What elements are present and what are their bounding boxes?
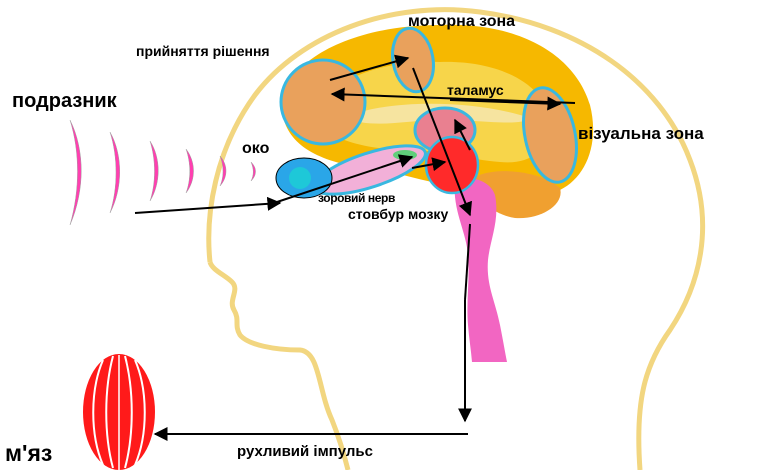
face-outline [210, 262, 348, 470]
label-brainstem: стовбур мозку [348, 206, 448, 222]
label-muscle: м'яз [5, 440, 52, 467]
label-eye: око [242, 140, 269, 158]
label-stimulus: подразник [12, 90, 117, 113]
stimulus-waves [70, 120, 256, 225]
stimulus-to-eye-arrow [135, 203, 280, 213]
label-decision: прийняття рішення [136, 43, 270, 59]
label-optic-nerve: зоровий нерв [318, 191, 395, 205]
label-thalamus: таламус [447, 82, 504, 98]
label-visual-zone: візуальна зона [578, 124, 704, 144]
eye-iris-icon [289, 167, 311, 189]
brainstem [455, 178, 500, 325]
muscle-icon [83, 354, 155, 470]
label-motor-impulse: рухливий імпульс [237, 443, 373, 460]
spinal-cord [468, 325, 507, 362]
label-motor-zone: моторна зона [408, 13, 515, 31]
decision-zone [281, 60, 365, 144]
